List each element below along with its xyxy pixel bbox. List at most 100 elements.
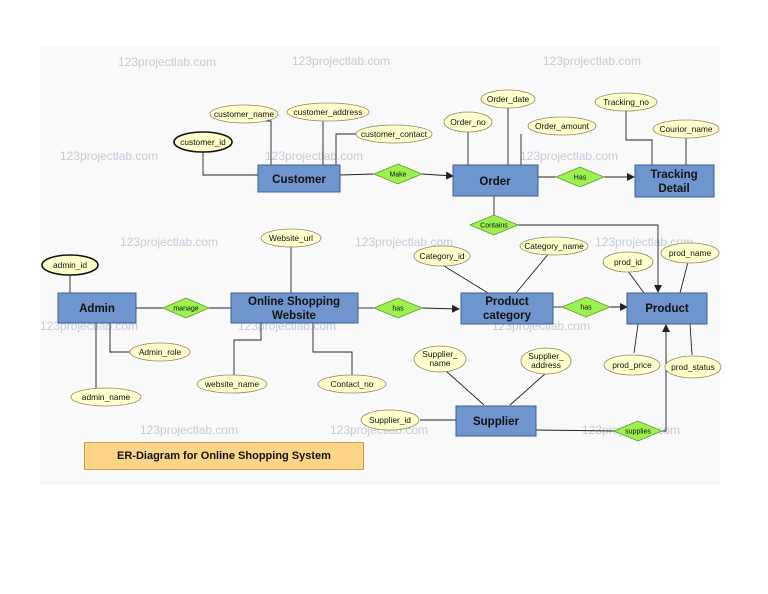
relationship-contains[interactable]: Contains — [468, 214, 520, 236]
attribute-label: name — [430, 358, 451, 368]
relationship-label: manage — [173, 306, 198, 313]
relationship-make[interactable]: Make — [372, 163, 424, 185]
relationship-has-tracking[interactable]: Has — [554, 166, 606, 188]
entity-label: Order — [479, 176, 511, 188]
attribute-website-name[interactable]: website_name — [196, 374, 268, 394]
relationship-manage[interactable]: manage — [161, 297, 211, 319]
attribute-website-url[interactable]: Website_url — [260, 228, 322, 248]
attribute-label: Supplier_ — [528, 351, 564, 361]
attribute-tracking-no[interactable]: Tracking_no — [594, 92, 658, 112]
attribute-supplier-name[interactable]: Supplier_ name — [413, 345, 467, 373]
entity-product[interactable]: Product — [626, 292, 708, 325]
connector-line — [335, 133, 356, 165]
attribute-label: Tracking_no — [603, 97, 649, 107]
connector-line — [312, 323, 353, 377]
entity-order[interactable]: Order — [452, 164, 539, 197]
attribute-label: customer_address — [294, 107, 363, 117]
attribute-label: Supplier_ — [422, 349, 458, 359]
attribute-order-amount[interactable]: Order_amount — [527, 116, 597, 136]
attribute-label: admin_name — [82, 392, 131, 402]
attribute-prod-id[interactable]: prod_id — [602, 251, 654, 273]
attribute-supplier-id[interactable]: Supplier_id — [360, 409, 420, 431]
connector-line — [662, 324, 670, 432]
attribute-label: Website_url — [269, 233, 313, 243]
attribute-customer-name[interactable]: customer_name — [209, 104, 279, 124]
entity-tracking-detail[interactable]: Tracking Detail — [634, 164, 715, 198]
attribute-customer-id[interactable]: customer_id — [173, 131, 233, 153]
attribute-label: customer_contact — [361, 129, 428, 139]
relationship-label: has — [392, 306, 404, 313]
connector-line — [421, 304, 460, 313]
attribute-admin-name[interactable]: admin_name — [70, 387, 142, 407]
attribute-label: customer_id — [180, 137, 226, 147]
attribute-prod-price[interactable]: prod_price — [603, 354, 661, 376]
connector-line — [515, 251, 551, 294]
connector-line — [421, 171, 454, 180]
entity-label: Detail — [658, 183, 689, 195]
entity-admin[interactable]: Admin — [57, 292, 137, 324]
attribute-label: Category_name — [524, 241, 584, 251]
relationship-label: supplies — [625, 429, 651, 436]
connector-line — [518, 224, 662, 293]
watermark-text: 123projectlab.com — [265, 149, 363, 163]
attribute-label: admin_id — [53, 260, 87, 270]
attribute-courier-name[interactable]: Courior_name — [652, 119, 720, 139]
attribute-label: Order_amount — [535, 121, 590, 131]
entity-supplier[interactable]: Supplier — [455, 405, 537, 437]
watermark-text: 123projectlab.com — [355, 235, 453, 249]
watermark-text: 123projectlab.com — [120, 235, 218, 249]
entity-online-shopping-website[interactable]: Online Shopping Website — [230, 292, 359, 324]
relationship-label: Make — [389, 172, 406, 179]
attribute-customer-address[interactable]: customer_address — [286, 102, 370, 122]
connector-line — [443, 265, 489, 294]
relationship-label: has — [580, 305, 592, 312]
attribute-prod-name[interactable]: prod_name — [660, 242, 720, 264]
relationship-label: Contains — [480, 223, 508, 230]
attribute-label: Supplier_id — [369, 415, 411, 425]
relationship-label: Has — [574, 175, 587, 182]
attribute-label: Contact_no — [331, 379, 374, 389]
attribute-supplier-address[interactable]: Supplier_ address — [520, 347, 572, 375]
attribute-label: prod_name — [669, 248, 712, 258]
entity-label: Website — [272, 310, 316, 322]
connector-line — [109, 323, 133, 353]
attribute-order-date[interactable]: Order_date — [480, 89, 536, 109]
connector-line — [233, 323, 262, 377]
attribute-order-no[interactable]: Order_no — [443, 111, 493, 133]
attribute-label: Order_no — [450, 117, 486, 127]
attribute-label: prod_price — [612, 360, 652, 370]
relationship-has-category[interactable]: has — [372, 297, 424, 319]
attribute-label: prod_id — [614, 257, 642, 267]
attribute-label: Order_date — [487, 94, 530, 104]
entity-label: Online Shopping — [248, 296, 340, 308]
entity-customer[interactable]: Customer — [257, 164, 341, 193]
attribute-label: Courior_name — [659, 124, 712, 134]
watermark-text: 123projectlab.com — [595, 235, 693, 249]
connector-line — [625, 110, 653, 165]
connector-line — [689, 323, 693, 356]
connector-line — [627, 270, 645, 294]
connector-line — [202, 148, 258, 176]
attribute-label: customer_name — [214, 109, 274, 119]
attribute-category-name[interactable]: Category_name — [519, 236, 589, 256]
attribute-label: prod_status — [671, 362, 715, 372]
connector-lines — [69, 108, 693, 432]
attribute-admin-id[interactable]: admin_id — [41, 254, 99, 276]
entity-label: Product — [485, 296, 529, 308]
entity-label: Customer — [272, 174, 326, 186]
watermark-text: 123projectlab.com — [118, 55, 216, 69]
attribute-contact-no[interactable]: Contact_no — [317, 374, 387, 394]
watermark-text: 123projectlab.com — [60, 149, 158, 163]
attribute-customer-contact[interactable]: customer_contact — [355, 124, 433, 144]
attribute-admin-role[interactable]: Admin_role — [129, 342, 191, 362]
attribute-label: Admin_role — [139, 347, 182, 357]
attribute-label: website_name — [204, 379, 259, 389]
watermark-text: 123projectlab.com — [292, 54, 390, 68]
attribute-category-id[interactable]: Category_id — [413, 245, 471, 267]
entity-label: Admin — [79, 303, 115, 315]
entity-product-category[interactable]: Product category — [460, 292, 554, 325]
relationship-has-product[interactable]: has — [560, 296, 612, 318]
attribute-prod-status[interactable]: prod_status — [664, 355, 722, 379]
relationship-supplies[interactable]: supplies — [612, 420, 664, 442]
connector-line — [633, 323, 639, 354]
